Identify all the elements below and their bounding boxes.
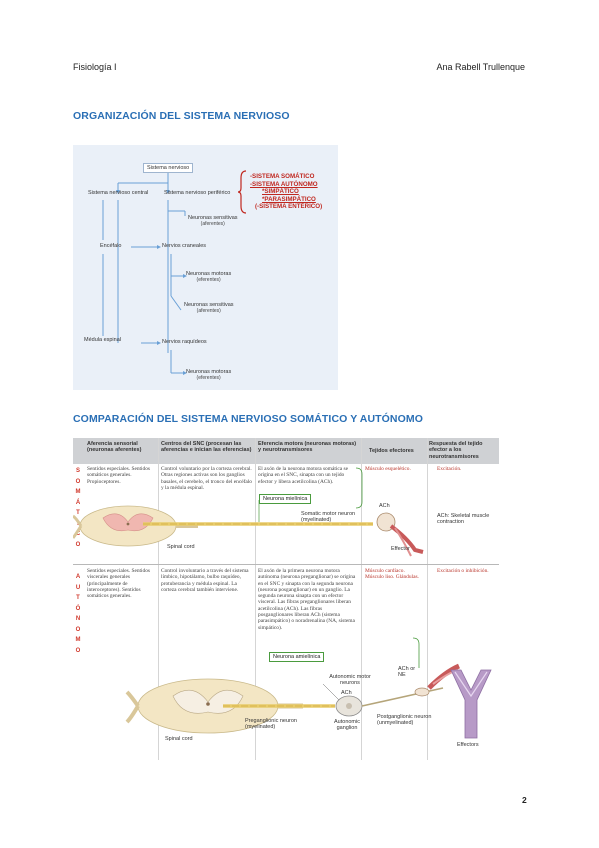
col-header-response: Respuesta del tejido efector a los neuro… — [429, 441, 483, 460]
somatic-vs-autonomic-figure: Aferencia sensorial (neuronas aferentes)… — [73, 438, 499, 760]
side-letter: M — [75, 489, 81, 495]
autonomic-afferent: Sentidos especiales. Sentidos viscerales… — [87, 568, 151, 600]
node-neuronas-sensitivas-1: Neuronas sensitivas (aferentes) — [185, 214, 241, 228]
somatic-neuron-label: Neurona mielínica — [259, 494, 312, 504]
node-neuronas-motoras-2: Neuronas motoras (eferentes) — [183, 368, 234, 382]
node-medula-espinal: Médula espinal — [84, 337, 121, 343]
somatic-motor-neuron-label: Somatic motor neuron (myelinated) — [301, 511, 356, 523]
diagram-connectors — [102, 173, 187, 375]
autonomic-spinal-cord-label: Spinal cord — [165, 736, 193, 742]
somatic-axon — [143, 467, 424, 557]
somatic-ach-label: ACh — [379, 503, 390, 509]
autonomic-response: Excitación o inhibición. — [437, 568, 489, 574]
preganglionic-label: Preganglionic neuron (myelinated) — [245, 718, 297, 730]
autonomic-ganglion-label: Autonomic ganglion — [334, 719, 360, 731]
type-simpatico: *SIMPÁTICO — [262, 188, 299, 196]
header-subject: Fisiología I — [73, 62, 117, 72]
somatic-spinal-cord-drawing — [73, 505, 198, 547]
section-title-comparison: COMPARACIÓN DEL SISTEMA NERVIOSO SOMÁTIC… — [73, 413, 423, 425]
node-sublabel: (aferentes) — [196, 308, 221, 314]
effector-y-shape — [450, 669, 492, 739]
neuron-drawings — [73, 467, 492, 739]
side-letter: O — [75, 626, 81, 633]
node-nervios-raquideos: Nervios raquídeos — [162, 339, 207, 345]
table-header-band — [73, 438, 499, 464]
side-letter: N — [75, 616, 81, 622]
node-sistema-nervioso: Sistema nervioso — [143, 163, 194, 173]
somatic-efferent: El axón de la neurona motora somática se… — [258, 466, 348, 485]
type-parasimpatico: *PARASIMPÁTICO — [262, 195, 316, 203]
node-snp: Sistema nervioso periférico — [164, 190, 231, 196]
side-letter: A — [75, 574, 81, 580]
header-author: Ana Rabell Trullenque — [436, 62, 525, 72]
side-letter: S — [75, 468, 80, 474]
postganglionic-label: Postganglionic neuron (unmyelinated) — [377, 714, 432, 726]
node-label: Neuronas motoras — [186, 369, 232, 375]
side-letter: T — [76, 595, 80, 601]
somatic-afferent: Sentidos especiales. Sentidos somáticos … — [87, 466, 151, 485]
side-letter: U — [75, 584, 81, 591]
autonomic-neuron-label: Neurona amielínica — [269, 652, 325, 662]
col-header-effectors: Tejidos efectores — [369, 448, 414, 454]
node-neuronas-sensitivas-2: Neuronas sensitivas (aferentes) — [181, 301, 237, 315]
autonomic-efferent: El axón de la primera neurona motora aut… — [258, 568, 356, 631]
nervous-system-organization-diagram: Sistema nervioso Sistema nervioso centra… — [73, 136, 338, 390]
somatic-ach-effect-label: ACh: Skeletal muscle contraction — [437, 513, 490, 525]
col-header-afferent: Aferencia sensorial (neuronas aferentes) — [87, 441, 142, 454]
col-header-efferent: Eferencia motora (neuronas motoras) y ne… — [258, 441, 357, 454]
side-letter: Ó — [75, 605, 81, 612]
side-letter: O — [75, 647, 81, 654]
node-label: Neuronas sensitivas — [188, 215, 238, 221]
autonomic-centers: Control involuntario a través del sistem… — [161, 568, 249, 593]
node-sublabel: (eferentes) — [196, 277, 221, 283]
side-letter: M — [75, 637, 81, 643]
somatic-spinal-cord-label: Spinal cord — [167, 544, 195, 550]
node-label: Neuronas sensitivas — [184, 302, 234, 308]
side-letter: Á — [75, 499, 81, 506]
col-header-centers: Centros del SNC (procesan las aferencias… — [161, 441, 252, 454]
section-title-organization: ORGANIZACIÓN DEL SISTEMA NERVIOSO — [73, 110, 290, 122]
side-letter: T — [76, 510, 80, 516]
somatic-response: Excitación. — [437, 466, 462, 472]
red-brace — [238, 170, 247, 214]
effectors-label: Effectors — [457, 742, 479, 748]
node-snc: Sistema nervioso central — [88, 190, 149, 196]
node-neuronas-motoras-1: Neuronas motoras (eferentes) — [183, 270, 234, 284]
node-nervios-craneales: Nervios craneales — [162, 243, 207, 249]
side-letter: O — [75, 541, 81, 548]
autonomic-axons — [223, 637, 461, 717]
autonomic-effectors: Músculo cardíaco. Músculo liso. Glándula… — [365, 568, 419, 581]
side-letter: O — [75, 478, 81, 485]
node-label: Neuronas motoras — [186, 271, 232, 277]
autonomic-ach-or-ne-label: ACh or NE — [398, 666, 416, 678]
type-somatico: -SISTEMA SOMÁTICO — [250, 173, 315, 180]
autonomic-motor-neurons-label: Autonomic motor neurons — [329, 674, 371, 686]
page-number: 2 — [522, 795, 527, 805]
peripheral-system-types: -SISTEMA SOMÁTICO -SISTEMA AUTÓNOMO *SIM… — [250, 173, 322, 211]
somatic-effector-label: Effector — [391, 546, 410, 552]
node-encefalo: Encéfalo — [100, 243, 122, 249]
type-enterico: (-SISTEMA ENTÉRICO) — [255, 203, 323, 211]
type-autonomo: -SISTEMA AUTÓNOMO — [250, 180, 318, 188]
autonomic-ach-label: ACh — [341, 690, 352, 696]
node-sublabel: (aferentes) — [200, 221, 225, 227]
somatic-centers: Control voluntario por la corteza cerebr… — [161, 466, 252, 491]
node-sublabel: (eferentes) — [196, 375, 221, 381]
side-letter: C — [75, 531, 81, 537]
somatic-effectors: Músculo esquelético. — [365, 466, 411, 472]
